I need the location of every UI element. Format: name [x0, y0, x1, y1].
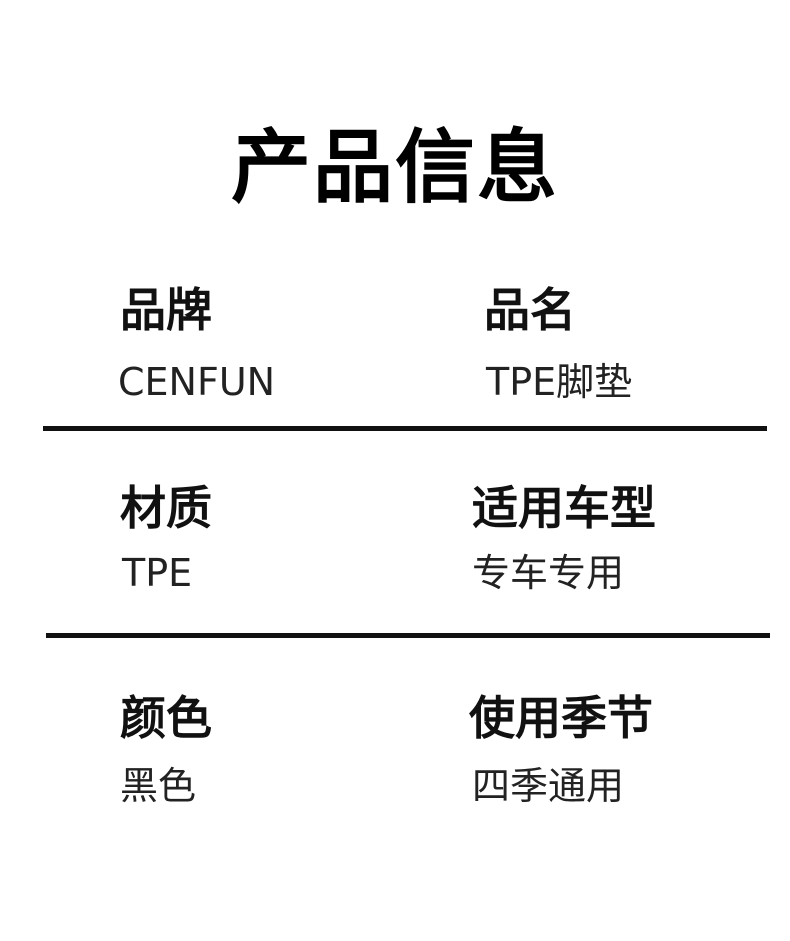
material-value: TPE: [122, 551, 193, 595]
brand-value: CENFUN: [118, 360, 276, 404]
page-title: 产品信息: [231, 121, 559, 214]
product-name-value: TPE脚垫: [486, 360, 633, 404]
row-divider: [46, 633, 770, 638]
compatible-model-label: 适用车型: [472, 481, 656, 535]
season-value: 四季通用: [472, 764, 625, 808]
brand-label: 品牌: [120, 283, 212, 337]
compatible-model-value: 专车专用: [472, 551, 625, 595]
product-name-label: 品名: [484, 283, 576, 337]
row-divider: [43, 426, 767, 431]
color-label: 颜色: [120, 691, 212, 745]
season-label: 使用季节: [469, 691, 653, 745]
material-label: 材质: [120, 481, 212, 535]
color-value: 黑色: [120, 764, 197, 808]
